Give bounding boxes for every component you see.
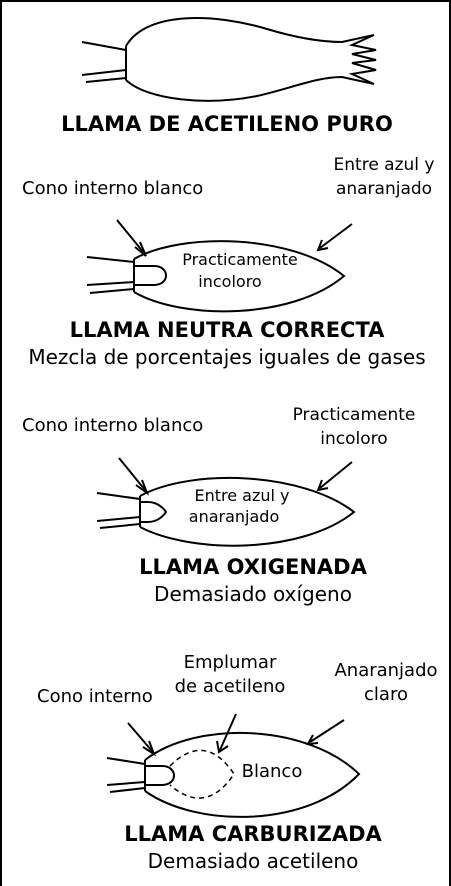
arrow-inner-cone bbox=[118, 457, 146, 491]
label-outer-flame-1: Entre azul y bbox=[333, 155, 435, 175]
label-outer-flame-1: Anaranjado bbox=[334, 660, 438, 681]
torch-tip-line bbox=[86, 256, 135, 263]
heading-oxigenada: LLAMA OXIGENADA bbox=[139, 555, 367, 579]
torch-tip-line bbox=[85, 77, 127, 83]
label-inner-cone: Cono interno blanco bbox=[22, 178, 204, 199]
inner-text-1: Blanco bbox=[241, 761, 303, 782]
arrow-inner-cone bbox=[127, 722, 153, 752]
flame-neutra bbox=[86, 219, 353, 313]
torch-tip-line bbox=[106, 781, 146, 786]
torch-tip-line bbox=[81, 69, 127, 76]
label-outer-flame-2: anaranjado bbox=[335, 179, 433, 199]
torch-tip-line bbox=[96, 492, 141, 500]
inner-cone bbox=[145, 765, 175, 786]
heading-neutra: LLAMA NEUTRA CORRECTA bbox=[69, 318, 385, 342]
arrowhead bbox=[142, 740, 157, 757]
inner-cone bbox=[134, 265, 167, 286]
inner-text-2: anaranjado bbox=[188, 507, 280, 526]
outer-flame bbox=[139, 476, 356, 547]
torch-tip-line bbox=[109, 787, 146, 793]
flame-acetileno-puro bbox=[81, 17, 377, 102]
inner-text-1: Practicamente bbox=[182, 250, 298, 269]
subheading-oxigenada: Demasiado oxígeno bbox=[154, 582, 352, 606]
arrowhead bbox=[135, 479, 150, 496]
heading-acetileno-puro: LLAMA DE ACETILENO PURO bbox=[61, 112, 393, 136]
torch-tip-line bbox=[99, 523, 141, 529]
flame-oxigenada bbox=[96, 457, 356, 547]
inner-cone bbox=[140, 501, 168, 523]
arrowhead bbox=[316, 479, 329, 492]
acetylene-feather bbox=[169, 749, 235, 799]
label-outer-flame-2: claro bbox=[364, 684, 408, 705]
arrow-outer-flame bbox=[309, 719, 345, 743]
label-feather-2: de acetileno bbox=[174, 676, 286, 697]
torch-tip-line bbox=[106, 757, 146, 765]
label-feather-1: Emplumar bbox=[183, 652, 277, 673]
subheading-neutra: Mezcla de porcentajes iguales de gases bbox=[28, 345, 426, 369]
torch-tip-line bbox=[86, 281, 135, 286]
inner-text-1: Entre azul y bbox=[194, 486, 290, 505]
label-outer-flame-1: Practicamente bbox=[292, 405, 416, 425]
subheading-carburizada: Demasiado acetileno bbox=[147, 849, 359, 873]
label-outer-flame-2: incoloro bbox=[320, 429, 388, 449]
arrowhead bbox=[306, 734, 319, 746]
flame-carburizada bbox=[106, 713, 361, 818]
heading-carburizada: LLAMA CARBURIZADA bbox=[124, 822, 382, 846]
arrow-feather bbox=[219, 713, 237, 751]
torch-tip-line bbox=[89, 288, 135, 294]
arrowhead bbox=[216, 740, 229, 754]
arrowhead bbox=[134, 241, 147, 257]
torch-tip-line bbox=[81, 41, 127, 51]
arrow-inner-cone bbox=[116, 219, 145, 254]
arrow-outer-flame bbox=[319, 461, 353, 489]
outer-flame bbox=[133, 240, 346, 313]
arrow-outer-flame bbox=[319, 223, 353, 249]
outer-flame bbox=[144, 731, 361, 818]
label-inner-cone: Cono interno bbox=[37, 686, 153, 707]
arrowhead bbox=[316, 239, 329, 252]
flame-envelope bbox=[125, 17, 377, 102]
inner-text-2: incoloro bbox=[198, 272, 262, 291]
torch-tip-line bbox=[96, 516, 141, 522]
label-inner-cone: Cono interno blanco bbox=[22, 415, 204, 436]
